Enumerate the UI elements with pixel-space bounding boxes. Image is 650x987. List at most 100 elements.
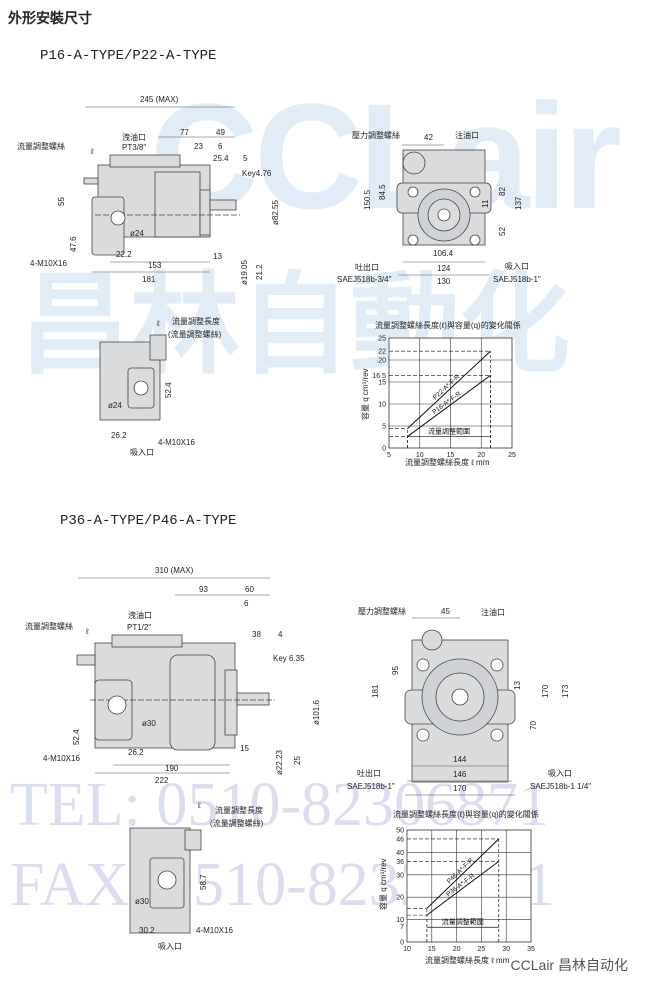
x-tick-label: 10 [403, 946, 411, 953]
inlet-label: 吸入口 [548, 769, 572, 778]
y-tick-label: 0 [400, 940, 404, 947]
x-tick-label: 15 [428, 946, 436, 953]
dim-26-2: 26.2 [128, 748, 144, 757]
x-tick-label: 10 [416, 452, 424, 459]
chart1-xlabel: 流量調整螺絲長度 ℓ mm [405, 458, 490, 467]
dim-overall-length: 245 (MAX) [140, 95, 179, 104]
flow-adjust-screw-label: 流量調整螺絲 [17, 142, 65, 151]
x-tick-label: 35 [527, 946, 535, 953]
outlet-label: 吐出口 [357, 769, 381, 778]
fill-port-label: 注油口 [455, 131, 479, 140]
drain-thread: PT3/8" [122, 143, 147, 152]
chart2-title: 流量調整螺絲長度(ℓ)與容量(q)的變化關係 [393, 810, 539, 819]
brand-logo: CCLair 昌林自动化 [510, 957, 628, 973]
dim-77: 77 [180, 128, 189, 137]
dim-181: 181 [142, 275, 156, 284]
y-tick-label: 10 [378, 402, 386, 409]
dim-130: 130 [437, 277, 451, 286]
drain-thread: PT1/2" [127, 623, 152, 632]
dim-42: 42 [424, 133, 433, 142]
outlet-label: 吐出口 [355, 263, 379, 272]
chart2-xlabel: 流量調整螺絲長度 ℓ mm [425, 956, 510, 965]
dia-30: ø30 [135, 897, 149, 906]
series-line [407, 350, 491, 430]
dim-45: 45 [441, 607, 450, 616]
y-tick-label: 46 [396, 836, 404, 843]
dim-13: 13 [213, 252, 222, 261]
dim-6: 6 [218, 142, 223, 151]
series-line [426, 838, 500, 909]
y-tick-label: 20 [378, 358, 386, 365]
y-tick-label: 15 [378, 380, 386, 387]
dim-222: 222 [155, 776, 169, 785]
dimension-lines [78, 106, 515, 796]
dim-60: 60 [245, 585, 254, 594]
key-spec: Key4.76 [242, 169, 272, 178]
dim-30-2: 30.2 [139, 926, 155, 935]
chart-frame [406, 829, 532, 943]
y-tick-label: 7 [400, 924, 404, 931]
dim-144: 144 [453, 755, 467, 764]
dim-5: 5 [243, 154, 248, 163]
drain-port-label: 洩油口 [122, 133, 146, 142]
pump1-front-view [396, 149, 492, 246]
inlet-spec: SAEJ518b-1" [493, 275, 541, 284]
drain-port-label: 洩油口 [128, 611, 152, 620]
x-tick-label: 25 [478, 946, 486, 953]
bolt-spec: 4-M10X16 [30, 259, 67, 268]
series-line [407, 374, 491, 437]
dim-overall-length: 310 (MAX) [155, 566, 194, 575]
pump2-side-view [76, 634, 275, 751]
bolt-spec: 4-M10X16 [43, 754, 80, 763]
flow-adjust-screw-label: 流量調整螺絲 [25, 622, 73, 631]
x-tick-label: 15 [447, 452, 455, 459]
dia-30: ø30 [142, 719, 156, 728]
inlet-spec: SAEJ518b-1 1/4" [530, 782, 592, 791]
adjust-length-label: 流量調整長度 [172, 317, 220, 326]
dim-146: 146 [453, 770, 467, 779]
dim-15: 15 [240, 744, 249, 753]
x-tick-label: 30 [502, 946, 510, 953]
y-tick-label: 36 [396, 859, 404, 866]
x-tick-label: 20 [477, 452, 485, 459]
y-tick-label: 50 [396, 828, 404, 835]
inlet-label: 吸入口 [505, 262, 529, 271]
x-tick-label: 20 [453, 946, 461, 953]
dim-106-4: 106.4 [433, 249, 454, 258]
x-tick-label: 25 [508, 452, 516, 459]
pump1-side-view [83, 154, 240, 256]
adjust-length-label: 流量調整長度 [215, 806, 263, 815]
y-tick-label: 40 [396, 850, 404, 857]
outlet-spec: SAEJ518b-1" [347, 782, 395, 791]
y-tick-label: 20 [396, 895, 404, 902]
dim-153: 153 [148, 261, 162, 270]
pressure-screw-label: 壓力調整螺絲 [358, 607, 406, 616]
dim-170: 170 [453, 784, 467, 793]
bolt-spec: 4-M10X16 [158, 438, 195, 447]
bolt-spec: 4-M10X16 [196, 926, 233, 935]
dim-26-2: 26.2 [111, 431, 127, 440]
dim-93: 93 [199, 585, 208, 594]
dia-24: ø24 [130, 229, 144, 238]
ell-symbol: ℓ [157, 319, 160, 328]
page-heading: 外形安裝尺寸 [8, 11, 92, 27]
dim-23: 23 [194, 142, 203, 151]
outlet-spec: SAEJ518b-3/4" [337, 275, 392, 284]
inlet-label: 吸入口 [158, 942, 182, 951]
dim-49: 49 [216, 128, 225, 137]
ell-symbol: ℓ [91, 147, 94, 156]
x-tick-label: 5 [387, 452, 391, 459]
y-tick-label: 10 [396, 917, 404, 924]
range-label: 流量調整範圍 [442, 917, 484, 926]
dim-190: 190 [165, 764, 179, 773]
adjust-screw-label: (流量調整螺絲) [210, 819, 264, 828]
dim-124: 124 [437, 264, 451, 273]
pump2-detail-view [129, 827, 202, 934]
dim-22-2: 22.2 [116, 250, 132, 259]
dim-38: 38 [252, 630, 261, 639]
dim-25-4: 25.4 [213, 154, 229, 163]
series-line [426, 860, 500, 916]
